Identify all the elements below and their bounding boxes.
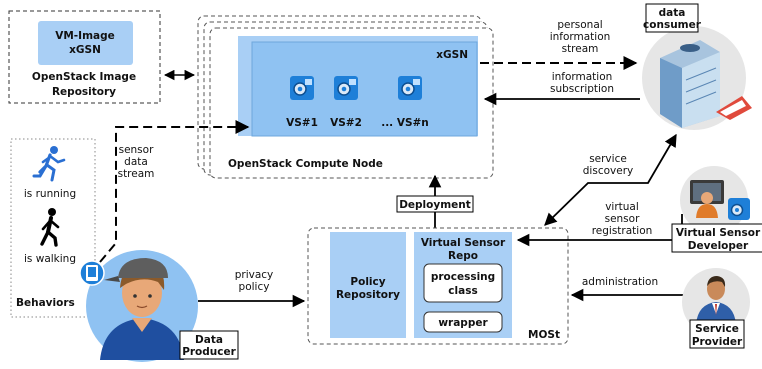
vsn-label: ... VS#n [381,117,429,129]
sensor-stream-label-3: stream [118,168,155,180]
deployment-label: Deployment [399,199,471,211]
sensor-stream-label-1: sensor [119,144,154,156]
vs-registration-label-3: registration [592,225,653,237]
running-icon [32,146,66,182]
vs-repo-label-1: Virtual Sensor [421,237,506,249]
vs-registration-label-2: sensor [605,213,640,225]
behaviors-panel: is running is walking Behaviors [10,138,96,318]
info-subscription-label-1: information [552,71,613,83]
service-discovery-label-1: service [589,153,627,165]
policy-repo-label-2: Repository [336,289,400,301]
administration-label: administration [582,276,658,288]
vm-image-label-1: VM-Image [55,30,115,42]
vs1-label: VS#1 [286,117,318,129]
info-subscription-label-2: subscription [550,83,614,95]
walking-icon [40,208,60,247]
sensor-stream-label-2: data [124,156,148,168]
most-container: Policy Repository Virtual Sensor Repo pr… [307,227,569,345]
service-discovery-label-2: discovery [583,165,633,177]
developer-label-1: Virtual Sensor [676,227,761,239]
developer-label-2: Developer [688,240,749,252]
person-avatar [100,258,184,360]
wrapper-label: wrapper [438,317,488,329]
policy-repo-label-1: Policy [350,276,385,288]
policy-repository-box [330,232,406,338]
processing-label-2: class [448,285,477,297]
producer-label-2: Producer [182,346,236,358]
producer-label-1: Data [195,334,223,346]
consumer-label-1: data [659,7,686,19]
processing-label-1: processing [431,271,495,283]
data-consumer: data consumer [642,3,752,130]
provider-label-1: Service [695,323,739,335]
building-icon [660,40,752,128]
walking-label: is walking [24,253,76,265]
vs-repo-label-2: Repo [448,250,478,262]
virtual-sensor-icon-n [398,76,422,100]
provider-label-2: Provider [692,336,743,348]
vm-image-label-2: xGSN [69,44,101,56]
most-title: MOSt [528,329,560,341]
compute-node: xGSN OpenStack Compute Node VS#1 VS#2 ..… [197,15,494,179]
developer-icon [690,180,724,218]
virtual-sensor-icon-2 [334,76,358,100]
personal-stream-label-1: personal [557,19,602,31]
vs2-label: VS#2 [330,117,362,129]
service-provider: Service Provider [682,268,750,349]
privacy-policy-label-1: privacy [235,269,274,281]
personal-stream-label-3: stream [562,43,599,55]
vs-developer: Virtual Sensor Developer [671,166,762,253]
image-repo-title-1: OpenStack Image [32,71,136,83]
deployment-box [396,195,474,213]
vm-image-box [38,21,133,65]
phone-icon [79,260,105,286]
virtual-sensor-badge-icon [728,198,750,220]
image-repository: VM-Image xGSN OpenStack Image Repository [8,10,161,104]
service-discovery-arrow [544,133,677,226]
processing-class-box [423,263,503,303]
running-label: is running [24,188,76,200]
image-repo-title-2: Repository [52,86,116,98]
virtual-sensor-icon-1 [290,76,314,100]
behaviors-title: Behaviors [16,297,75,309]
consumer-label-2: consumer [643,19,702,31]
businessman-icon [696,276,736,324]
privacy-policy-label-2: policy [239,281,270,293]
wrapper-box [423,311,503,333]
compute-node-title: OpenStack Compute Node [228,158,383,170]
vs-registration-label-1: virtual [605,201,639,213]
xgsn-label: xGSN [436,49,468,61]
data-producer: Data Producer [79,250,239,362]
personal-stream-label-2: information [550,31,611,43]
